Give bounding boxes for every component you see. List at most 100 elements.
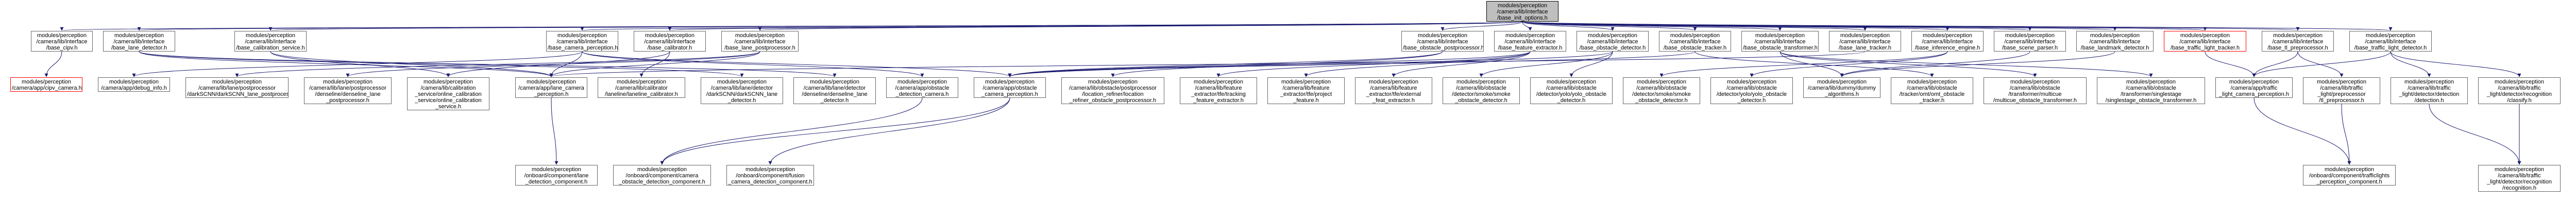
node-a1[interactable]: modules/perception /camera/app/cipv_came… xyxy=(10,77,82,92)
node-n9[interactable]: modules/perception /camera/lib/interface… xyxy=(1741,31,1819,52)
edge-n4-a3 xyxy=(235,51,760,77)
node-a4[interactable]: modules/perception /camera/lib/lane/post… xyxy=(304,77,392,104)
node-a26[interactable]: modules/perception /camera/lib/traffic _… xyxy=(2391,77,2468,104)
node-n1[interactable]: modules/perception /camera/lib/interface… xyxy=(234,31,307,52)
node-a23[interactable]: modules/perception /camera/lib/obstacle … xyxy=(2097,77,2205,104)
edge-a11-b3 xyxy=(768,97,1010,165)
edge-n4-a6 xyxy=(549,51,760,77)
node-n5[interactable]: modules/perception /camera/lib/interface… xyxy=(1401,31,1484,52)
node-b4[interactable]: modules/perception /onboard/component/tr… xyxy=(2303,165,2396,186)
edge-n13-a20 xyxy=(1840,51,2115,77)
node-a19[interactable]: modules/perception /camera/lib/obstacle … xyxy=(1710,77,1793,104)
edge-a25-b4 xyxy=(2341,104,2351,165)
node-root[interactable]: modules/perception /camera/lib/interface… xyxy=(1486,1,1558,22)
node-a3[interactable]: modules/perception /camera/lib/lane/post… xyxy=(185,77,289,98)
node-a11[interactable]: modules/perception /camera/app/obstacle … xyxy=(974,77,1046,98)
node-a5[interactable]: modules/perception /camera/lib/calibrati… xyxy=(407,77,489,110)
edge-n18-a6 xyxy=(139,51,553,77)
node-a7[interactable]: modules/perception /camera/lib/calibrato… xyxy=(598,77,685,98)
edge-n17-a1 xyxy=(44,51,62,77)
node-a15[interactable]: modules/perception /camera/lib/feature _… xyxy=(1355,77,1432,104)
node-n17[interactable]: modules/perception /camera/lib/interface… xyxy=(31,31,93,52)
node-a22[interactable]: modules/perception /camera/lib/obstacle … xyxy=(1984,77,2087,104)
edge-n11-a18 xyxy=(1659,51,1948,77)
node-a8[interactable]: modules/perception /camera/lib/lane/dete… xyxy=(701,77,783,104)
node-a16[interactable]: modules/perception /camera/lib/obstacle … xyxy=(1443,77,1520,104)
edge-n7-a16 xyxy=(1479,51,1613,77)
node-a2[interactable]: modules/perception /camera/app/debug_inf… xyxy=(98,77,170,92)
edge-n2-a6 xyxy=(549,51,583,77)
node-n18[interactable]: modules/perception /camera/lib/interface… xyxy=(103,31,175,52)
edge-n14-a24 xyxy=(2205,51,2256,77)
edge-n2-a10 xyxy=(582,51,924,77)
node-n8[interactable]: modules/perception /camera/lib/interface… xyxy=(1659,31,1731,52)
node-a21[interactable]: modules/perception /camera/lib/obstacle … xyxy=(1891,77,1973,104)
edge-n1-a6 xyxy=(270,51,553,77)
edge-root-n6 xyxy=(1522,21,1532,31)
edge-root-n5 xyxy=(1440,21,1523,31)
edge-a24-b4 xyxy=(2253,97,2351,165)
node-n6[interactable]: modules/perception /camera/lib/interface… xyxy=(1494,31,1566,52)
edge-n9-a23 xyxy=(1780,51,2153,77)
node-n15[interactable]: modules/perception /camera/lib/interface… xyxy=(2262,31,2334,52)
edge-root-n8 xyxy=(1522,21,1697,31)
edge-n9-a20 xyxy=(1780,51,1844,77)
edge-n2-a11 xyxy=(582,51,1012,77)
node-b3[interactable]: modules/perception /onboard/component/fu… xyxy=(726,165,814,186)
node-a10[interactable]: modules/perception /camera/app/obstacle … xyxy=(886,77,958,98)
node-a24[interactable]: modules/perception /camera/app/traffic _… xyxy=(2215,77,2293,98)
edge-root-n16 xyxy=(1522,21,2392,31)
node-n13[interactable]: modules/perception /camera/lib/interface… xyxy=(2076,31,2154,52)
node-b2[interactable]: modules/perception /onboard/component/ca… xyxy=(613,165,711,186)
edge-root-n4 xyxy=(758,21,1523,31)
edge-n16-a27 xyxy=(2390,51,2521,77)
node-a27[interactable]: modules/perception /camera/lib/traffic _… xyxy=(2478,77,2561,104)
edge-n8-a11 xyxy=(1008,51,1696,77)
node-n3[interactable]: modules/perception /camera/lib/interface… xyxy=(634,31,706,52)
edge-n10-a6 xyxy=(550,51,1866,77)
node-a14[interactable]: modules/perception /camera/lib/feature _… xyxy=(1267,77,1345,104)
edge-root-n18 xyxy=(138,21,1523,31)
node-n2[interactable]: modules/perception /camera/lib/interface… xyxy=(546,31,618,52)
edge-n16-a26 xyxy=(2390,51,2431,77)
node-n11[interactable]: modules/perception /camera/lib/interface… xyxy=(1911,31,1984,52)
node-b5[interactable]: modules/perception /camera/lib/traffic _… xyxy=(2478,165,2561,192)
edge-n6-a14 xyxy=(1304,51,1531,77)
edge-n12-a20 xyxy=(1840,51,2030,77)
edge-n16-a24 xyxy=(2252,51,2391,77)
node-a9[interactable]: modules/perception /camera/lib/lane/dete… xyxy=(793,77,876,104)
node-n12[interactable]: modules/perception /camera/lib/interface… xyxy=(1994,31,2066,52)
node-n16[interactable]: modules/perception /camera/lib/interface… xyxy=(2349,31,2432,52)
node-n10[interactable]: modules/perception /camera/lib/interface… xyxy=(1829,31,1901,52)
edge-n18-a9 xyxy=(139,51,837,77)
node-a17[interactable]: modules/perception /camera/lib/obstacle … xyxy=(1530,77,1613,104)
edge-n18-a8 xyxy=(139,51,744,77)
node-a18[interactable]: modules/perception /camera/lib/obstacle … xyxy=(1623,77,1700,104)
edge-n4-a4 xyxy=(346,51,760,77)
node-a25[interactable]: modules/perception /camera/lib/traffic _… xyxy=(2303,77,2380,104)
edge-a26-b5 xyxy=(2429,104,2521,165)
node-a20[interactable]: modules/perception /camera/lib/dummy/dum… xyxy=(1803,77,1880,98)
edge-n11-a19 xyxy=(1750,51,1948,77)
edge-n6-a13 xyxy=(1216,51,1531,77)
node-a6[interactable]: modules/perception /camera/app/lane_came… xyxy=(515,77,587,98)
node-b1[interactable]: modules/perception /onboard/component/la… xyxy=(515,165,598,186)
node-n4[interactable]: modules/perception /camera/lib/interface… xyxy=(721,31,799,52)
edge-n2-a2 xyxy=(132,51,583,77)
edge-n7-a11 xyxy=(1008,51,1613,77)
node-a13[interactable]: modules/perception /camera/lib/feature _… xyxy=(1180,77,1257,104)
edge-n15-a24 xyxy=(2252,51,2298,77)
edge-n6-a15 xyxy=(1392,51,1531,77)
edge-a11-b2 xyxy=(660,97,1010,165)
edge-root-n9 xyxy=(1522,21,1782,31)
edge-a6-b1 xyxy=(551,97,558,165)
node-n14[interactable]: modules/perception /camera/lib/interface… xyxy=(2164,31,2246,52)
edge-n7-a17 xyxy=(1569,51,1613,77)
node-a12[interactable]: modules/perception /camera/lib/obstacle/… xyxy=(1061,77,1164,104)
edge-n6-a11 xyxy=(1008,51,1531,77)
node-n7[interactable]: modules/perception /camera/lib/interface… xyxy=(1577,31,1649,52)
edge-a10-b2 xyxy=(660,97,923,165)
edge-n15-a25 xyxy=(2297,51,2344,77)
